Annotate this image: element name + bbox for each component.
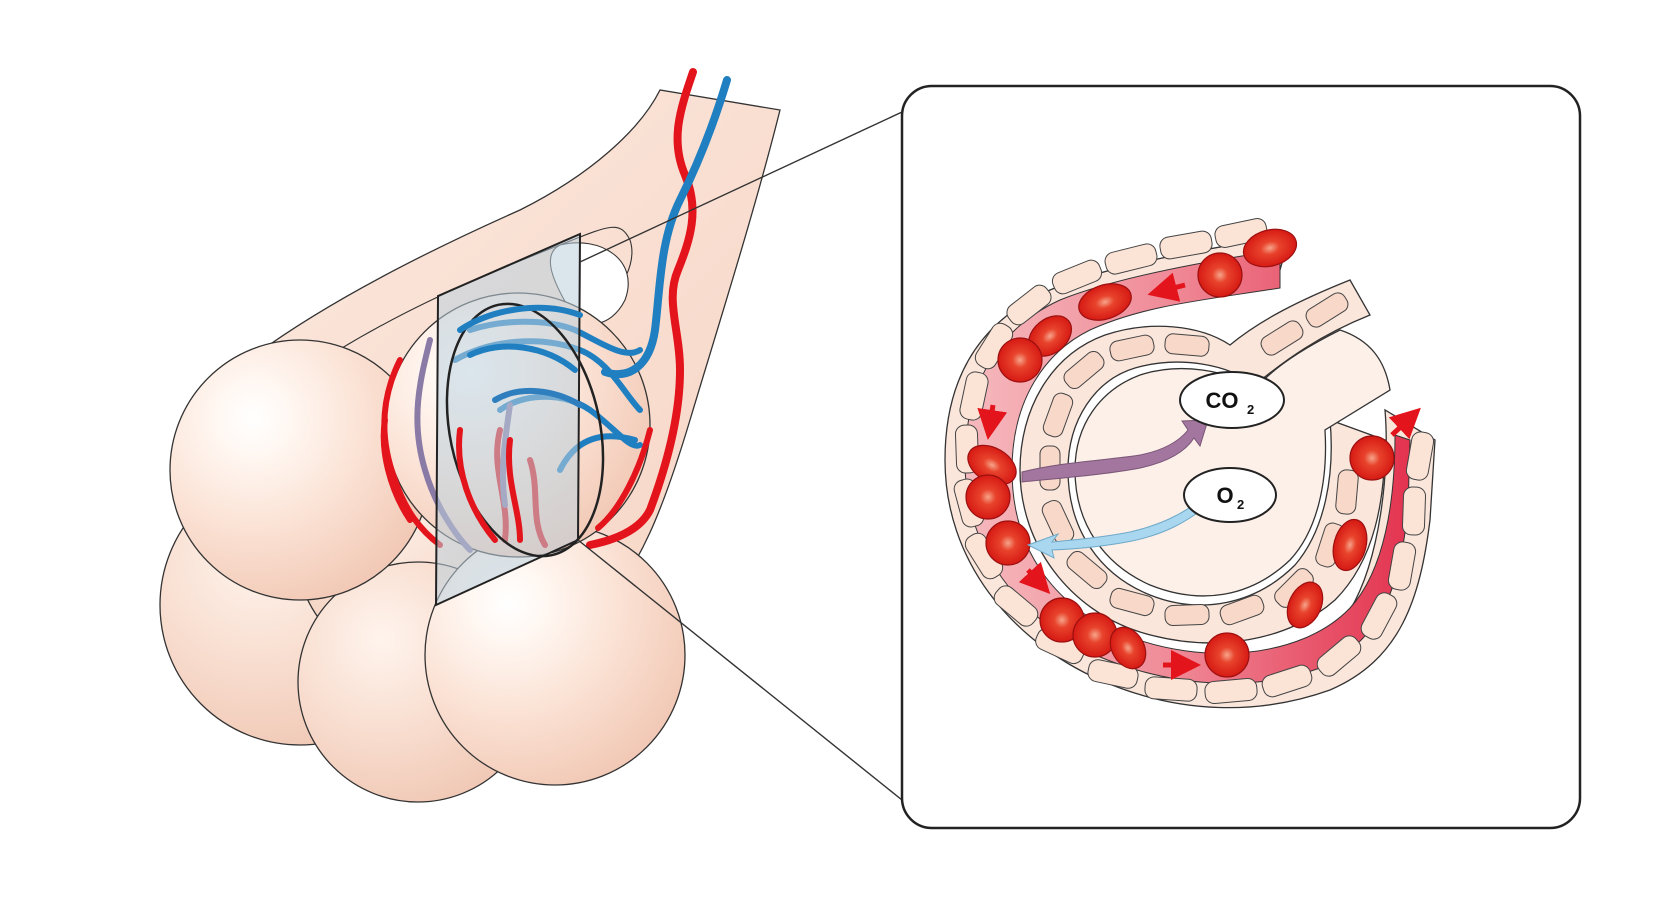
zoom-line-top <box>579 111 903 263</box>
red-blood-cell <box>1109 626 1147 670</box>
red-blood-cell <box>985 520 1031 566</box>
red-blood-cell <box>1286 581 1324 629</box>
flow-arrow-icon <box>1388 407 1421 440</box>
epithelial-cells <box>1039 292 1359 626</box>
capillary-network-front <box>456 304 583 543</box>
endothelial-cells <box>953 218 1435 704</box>
flow-arrow-icon <box>977 404 1008 440</box>
red-blood-cell <box>1349 435 1395 481</box>
o2-label-subscript: 2 <box>1237 497 1244 512</box>
red-blood-cell <box>1072 612 1118 658</box>
co2-label-subscript: 2 <box>1247 402 1254 417</box>
blood-flow-arrows <box>977 272 1421 680</box>
o2-label-main: O <box>1216 483 1233 508</box>
svg-text:O: O <box>1216 483 1233 508</box>
co2-label-main: CO <box>1206 388 1239 413</box>
red-blood-cell <box>1078 283 1132 321</box>
o2-label-bubble <box>1183 467 1277 523</box>
alveolar-sac <box>159 68 781 803</box>
co2-label: CO 2 <box>1179 371 1285 429</box>
co2-diffusion-arrow-icon <box>1021 419 1209 483</box>
flow-arrow-icon <box>1147 272 1186 302</box>
svg-text:2: 2 <box>1237 497 1244 512</box>
o2-diffusion-arrow-icon <box>1026 501 1205 559</box>
o2-label: O 2 <box>1183 467 1277 523</box>
section-outline <box>445 302 605 558</box>
pulmonary-vein <box>601 76 731 379</box>
red-blood-cell <box>965 474 1011 520</box>
artery-branch <box>595 427 653 531</box>
zoom-line-bottom <box>577 539 903 801</box>
inset-panel: CO 2 O 2 <box>900 84 1582 830</box>
pulmonary-artery <box>586 68 697 549</box>
red-blood-cells <box>965 228 1395 678</box>
svg-text:CO: CO <box>1206 388 1239 413</box>
flow-arrow-icon <box>1018 561 1051 595</box>
red-blood-cell <box>1197 252 1243 298</box>
section-plane <box>434 232 582 607</box>
red-blood-cell <box>1332 518 1368 572</box>
red-blood-cell <box>997 337 1043 383</box>
svg-text:2: 2 <box>1247 402 1254 417</box>
co2-label-bubble <box>1179 371 1285 429</box>
red-blood-cell <box>1204 632 1250 678</box>
red-blood-cell <box>1242 228 1298 268</box>
